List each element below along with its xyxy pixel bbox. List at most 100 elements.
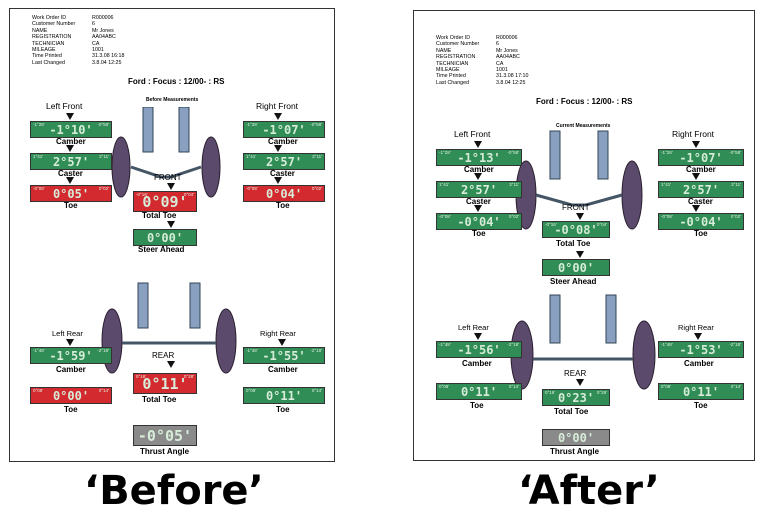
arrow-icon: [278, 339, 286, 346]
right-front-label: Right Front: [256, 101, 299, 111]
rr-camber-box: -1°48'-2°18' -1°55': [243, 347, 325, 364]
rf-camber-box: -1°28'-0°58' -1°07': [658, 149, 744, 166]
thrust-angle-label: Thrust Angle: [140, 447, 190, 456]
arrow-icon: [66, 177, 74, 184]
arrow-icon: [692, 173, 700, 180]
lr-camber-box: -1°48'-2°18' -1°59': [30, 347, 112, 364]
lr-camber-label: Camber: [462, 359, 492, 368]
lr-toe-box: 0°08'0°14' 0°11': [436, 383, 522, 400]
arrow-icon: [167, 361, 175, 368]
arrow-icon: [274, 113, 282, 120]
left-rear-label: Left Rear: [52, 329, 83, 338]
rf-toe-label: Toe: [276, 201, 290, 210]
front-total-toe-box: -0°16'0°04' -0°08': [542, 221, 610, 238]
arrow-icon: [474, 333, 482, 340]
rf-camber-box: -1°28'-0°58' -1°07': [243, 121, 325, 138]
steer-ahead-label: Steer Ahead: [550, 277, 597, 286]
arrow-icon: [274, 177, 282, 184]
lf-camber-label: Camber: [464, 165, 494, 174]
rr-toe-box: 0°08'0°14' 0°11': [658, 383, 744, 400]
before-caption: ‘Before’: [84, 468, 264, 514]
arrow-icon: [274, 145, 282, 152]
rf-caster-box: 1°41'3°11' 2°57': [243, 153, 325, 170]
arrow-icon: [474, 205, 482, 212]
lf-toe-box: -0°08'0°02' -0°04': [436, 213, 522, 230]
rf-caster-box: 1°41'3°11' 2°57': [658, 181, 744, 198]
arrow-icon: [66, 145, 74, 152]
arrow-icon: [576, 251, 584, 258]
front-label: FRONT: [562, 203, 590, 212]
front-total-toe-box: -0°16'0°04' 0°09': [133, 191, 197, 212]
arrow-icon: [576, 379, 584, 386]
left-front-label: Left Front: [454, 129, 491, 139]
right-rear-label: Right Rear: [260, 329, 296, 338]
lr-camber-label: Camber: [56, 365, 86, 374]
rr-camber-box: -1°48'-2°18' -1°53': [658, 341, 744, 358]
lf-camber-box: -1°28'-0°58' -1°13': [436, 149, 522, 166]
front-suspension-image: [515, 130, 643, 230]
steer-ahead-label: Steer Ahead: [138, 245, 185, 254]
rear-label: REAR: [564, 369, 587, 378]
lr-toe-box: 0°08'0°14' 0°00': [30, 387, 112, 404]
lr-toe-label: Toe: [470, 401, 484, 410]
lr-toe-label: Toe: [64, 405, 78, 414]
thrust-angle-label: Thrust Angle: [550, 447, 600, 456]
rear-suspension-image: [510, 294, 656, 390]
lf-caster-box: 1°41'3°11' 2°57': [30, 153, 112, 170]
rr-toe-label: Toe: [276, 405, 290, 414]
lf-camber-box: -1°28'-0°58' -1°10': [30, 121, 112, 138]
steer-ahead-box: 0°00': [542, 259, 610, 276]
lf-caster-label: Caster: [466, 197, 491, 206]
after-caption: ‘After’: [518, 468, 660, 514]
rear-total-toe-label: Total Toe: [554, 407, 589, 416]
rear-total-toe-label: Total Toe: [142, 395, 177, 404]
arrow-icon: [167, 183, 175, 190]
vehicle-title: Ford : Focus : 12/00- : RS: [128, 77, 225, 86]
section-title: Current Measurements: [556, 123, 611, 129]
right-front-label: Right Front: [672, 129, 715, 139]
arrow-icon: [692, 141, 700, 148]
rf-toe-box: -0°08'0°02' 0°04': [243, 185, 325, 202]
front-total-toe-label: Total Toe: [142, 211, 177, 220]
vehicle-title: Ford : Focus : 12/00- : RS: [536, 97, 633, 106]
rear-total-toe-box: 0°16'0°28' 0°23': [542, 389, 610, 406]
rr-camber-label: Camber: [268, 365, 298, 374]
lr-camber-box: -1°48'-2°18' -1°56': [436, 341, 522, 358]
rear-total-toe-box: 0°16'0°28' 0°11': [133, 373, 197, 394]
left-front-label: Left Front: [46, 101, 83, 111]
arrow-icon: [576, 213, 584, 220]
rf-camber-label: Camber: [686, 165, 716, 174]
arrow-icon: [474, 141, 482, 148]
thrust-angle-box: -0°05': [133, 425, 197, 446]
steer-ahead-box: 0°00': [133, 229, 197, 246]
lf-toe-label: Toe: [64, 201, 78, 210]
arrow-icon: [474, 173, 482, 180]
arrow-icon: [167, 221, 175, 228]
front-total-toe-label: Total Toe: [556, 239, 591, 248]
lf-caster-label: Caster: [58, 169, 83, 178]
rr-toe-box: 0°08'0°14' 0°11': [243, 387, 325, 404]
lf-toe-box: -0°08'0°02' 0°05': [30, 185, 112, 202]
lf-caster-box: 1°41'3°11' 2°57': [436, 181, 522, 198]
rf-camber-label: Camber: [268, 137, 298, 146]
arrow-icon: [66, 339, 74, 346]
thrust-angle-box: 0°00': [542, 429, 610, 446]
lf-toe-label: Toe: [472, 229, 486, 238]
rf-caster-label: Caster: [688, 197, 713, 206]
front-label: FRONT: [154, 173, 182, 182]
left-rear-label: Left Rear: [458, 323, 489, 332]
right-rear-label: Right Rear: [678, 323, 714, 332]
rf-caster-label: Caster: [270, 169, 295, 178]
rf-toe-label: Toe: [694, 229, 708, 238]
arrow-icon: [66, 113, 74, 120]
arrow-icon: [692, 205, 700, 212]
lf-camber-label: Camber: [56, 137, 86, 146]
rear-label: REAR: [152, 351, 175, 360]
rr-toe-label: Toe: [694, 401, 708, 410]
section-title: Before Measurements: [146, 97, 199, 103]
rf-toe-box: -0°08'0°02' -0°04': [658, 213, 744, 230]
